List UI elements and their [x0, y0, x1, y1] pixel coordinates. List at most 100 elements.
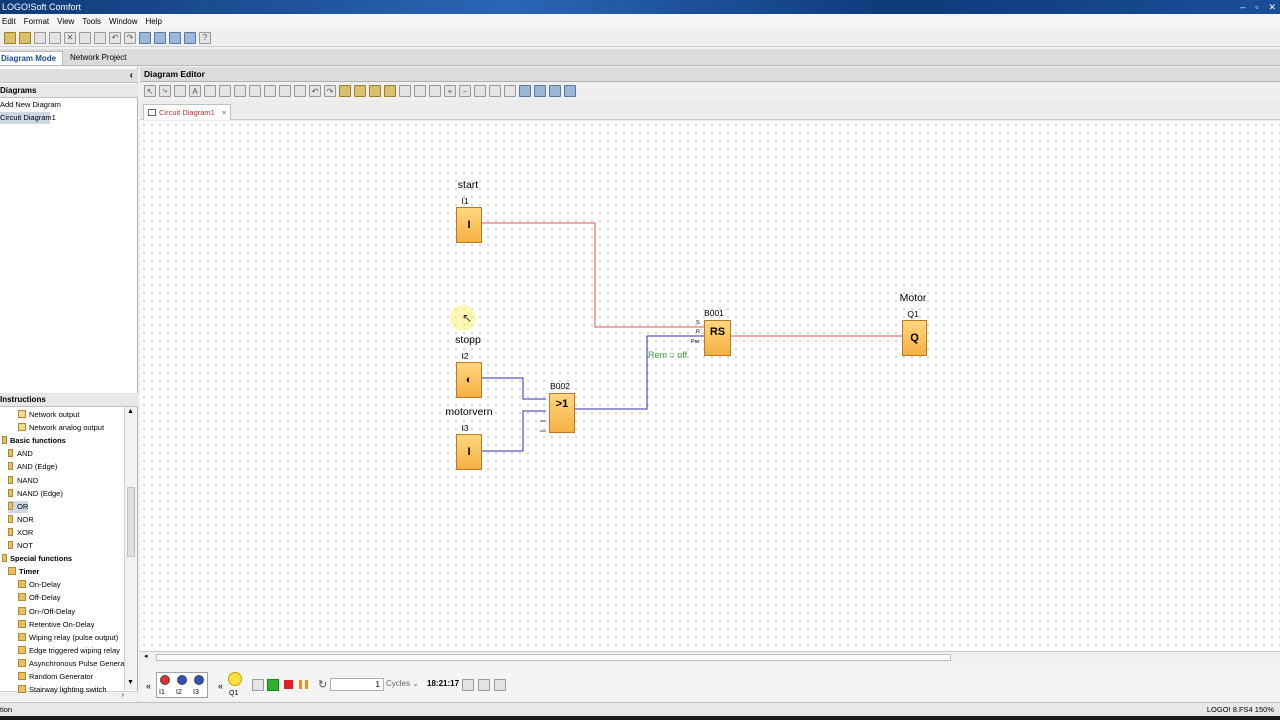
paste-icon[interactable]: [94, 31, 106, 44]
undo-editor-icon[interactable]: ↶: [309, 85, 321, 97]
circuit-diagram-item[interactable]: Circuit Diagram1: [0, 112, 56, 124]
pause-icon[interactable]: [299, 680, 308, 689]
sim-prev-icon[interactable]: «: [146, 681, 152, 691]
instruction-item[interactable]: Wiping relay (pulse output): [18, 632, 118, 644]
compare-icon[interactable]: [169, 31, 181, 44]
menu-edit[interactable]: Edit: [2, 17, 16, 26]
menu-window[interactable]: Window: [109, 17, 138, 26]
sim-input-switch[interactable]: [177, 675, 187, 685]
online-test-icon[interactable]: [534, 85, 546, 97]
instruction-item[interactable]: NOT: [8, 540, 33, 552]
tab-diagram-mode[interactable]: Diagram Mode: [0, 51, 64, 65]
menu-format[interactable]: Format: [23, 17, 50, 26]
instructions-hscroll[interactable]: ›: [0, 691, 138, 701]
minimize-icon[interactable]: –: [1240, 2, 1246, 12]
copy-icon[interactable]: [79, 31, 91, 44]
distribute-h-icon[interactable]: [279, 85, 291, 97]
instruction-item[interactable]: Off-Delay: [18, 592, 61, 604]
instructions-scrollbar[interactable]: ▲ ▼: [124, 407, 137, 690]
sim-input-switch[interactable]: [160, 675, 170, 685]
l-block-icon[interactable]: [384, 85, 396, 97]
sim-table-icon[interactable]: [478, 679, 490, 691]
instruction-item[interactable]: AND: [8, 448, 33, 460]
diagram-canvas[interactable]: start I1 I ↖ stopp I2 ◐ motorvern I3 I B…: [140, 121, 1280, 651]
context-help-icon[interactable]: ?: [199, 31, 211, 44]
align-top-icon[interactable]: [234, 85, 246, 97]
instruction-item[interactable]: Network output: [18, 409, 79, 421]
transfer-pc-to-logo-icon[interactable]: [139, 31, 151, 44]
scroll-up-icon[interactable]: ▲: [127, 408, 134, 415]
scroll-right-icon[interactable]: ›: [121, 692, 124, 699]
open-icon[interactable]: [19, 31, 31, 44]
select-tool-icon[interactable]: ↖: [144, 85, 156, 97]
align-left-icon[interactable]: [204, 85, 216, 97]
align-center-icon[interactable]: [219, 85, 231, 97]
layout-1-icon[interactable]: [399, 85, 411, 97]
collapse-icon[interactable]: ‹: [129, 70, 133, 81]
grid-icon[interactable]: [489, 85, 501, 97]
layout-2-icon[interactable]: [414, 85, 426, 97]
close-tab-icon[interactable]: ×: [221, 108, 227, 117]
hscroll-left-icon[interactable]: ◂: [144, 653, 148, 660]
zoom-in-icon[interactable]: +: [444, 85, 456, 97]
simulation-icon[interactable]: [519, 85, 531, 97]
sim-input-switch[interactable]: [194, 675, 204, 685]
instruction-item[interactable]: On-Delay: [18, 579, 61, 591]
align-bottom-icon[interactable]: [264, 85, 276, 97]
sf-block-icon[interactable]: [369, 85, 381, 97]
tab-network-project[interactable]: Network Project: [70, 53, 127, 62]
wire-start-to-rs[interactable]: [482, 222, 704, 328]
network-icon[interactable]: [184, 31, 196, 44]
instruction-item[interactable]: Random Generator: [18, 671, 93, 683]
instruction-item[interactable]: Stairway lighting switch: [18, 684, 107, 696]
scroll-down-icon[interactable]: ▼: [127, 679, 134, 686]
undo-icon[interactable]: ↶: [109, 31, 121, 44]
gf-block-icon[interactable]: [354, 85, 366, 97]
menu-view[interactable]: View: [57, 17, 75, 26]
distribute-v-icon[interactable]: [294, 85, 306, 97]
wire-or-to-rs[interactable]: [575, 335, 704, 410]
online-settings-icon[interactable]: [549, 85, 561, 97]
page-layout-icon[interactable]: [504, 85, 516, 97]
wire-stopp-to-or[interactable]: [482, 377, 546, 400]
menu-help[interactable]: Help: [145, 17, 162, 26]
sim-clock-icon[interactable]: [462, 679, 474, 691]
instruction-item[interactable]: OR: [8, 500, 29, 513]
instruction-item[interactable]: Asynchronous Pulse Genera: [18, 658, 124, 670]
connect-tool-icon[interactable]: ⤷: [159, 85, 171, 97]
instruction-item[interactable]: Edge triggered wiping relay: [18, 645, 120, 657]
instruction-item[interactable]: Basic functions: [2, 435, 66, 447]
scrollbar-thumb[interactable]: [127, 487, 135, 557]
constants-tool-icon[interactable]: [174, 85, 186, 97]
instruction-item[interactable]: NAND (Edge): [8, 488, 63, 500]
zoom-out-icon[interactable]: −: [459, 85, 471, 97]
block-i2-input[interactable]: ◐: [456, 362, 482, 398]
block-b001-rs[interactable]: RS: [704, 320, 731, 356]
canvas-hscroll-thumb[interactable]: [156, 654, 951, 661]
block-q1-output[interactable]: Q: [902, 320, 927, 356]
save-icon[interactable]: [34, 31, 46, 44]
tab-circuit-diagram1[interactable]: Circuit Diagram1 ×: [143, 104, 232, 120]
print-icon[interactable]: [49, 31, 61, 44]
instruction-item[interactable]: NOR: [8, 514, 34, 526]
play-icon[interactable]: [267, 679, 279, 691]
maximize-icon[interactable]: ▫: [1255, 2, 1259, 12]
redo-icon[interactable]: ↷: [124, 31, 136, 44]
layout-3-icon[interactable]: [429, 85, 441, 97]
sim-next-icon[interactable]: «: [218, 681, 224, 691]
close-window-icon[interactable]: ✕: [1268, 2, 1276, 12]
instruction-item[interactable]: Special functions: [2, 553, 72, 565]
cycles-input[interactable]: 1: [330, 678, 384, 691]
canvas-hscroll[interactable]: ◂: [140, 651, 1280, 662]
menu-tools[interactable]: Tools: [82, 17, 102, 26]
instruction-item[interactable]: AND (Edge): [8, 461, 57, 473]
transfer-logo-to-pc-icon[interactable]: [154, 31, 166, 44]
block-i1-input[interactable]: I: [456, 207, 482, 243]
instruction-item[interactable]: XOR: [8, 527, 33, 539]
pen-icon[interactable]: [474, 85, 486, 97]
instruction-item[interactable]: Retentive On-Delay: [18, 619, 94, 631]
new-icon[interactable]: [4, 31, 16, 44]
sim-bar-icon[interactable]: [494, 679, 506, 691]
cut-icon[interactable]: ✕: [64, 31, 76, 44]
redo-editor-icon[interactable]: ↷: [324, 85, 336, 97]
